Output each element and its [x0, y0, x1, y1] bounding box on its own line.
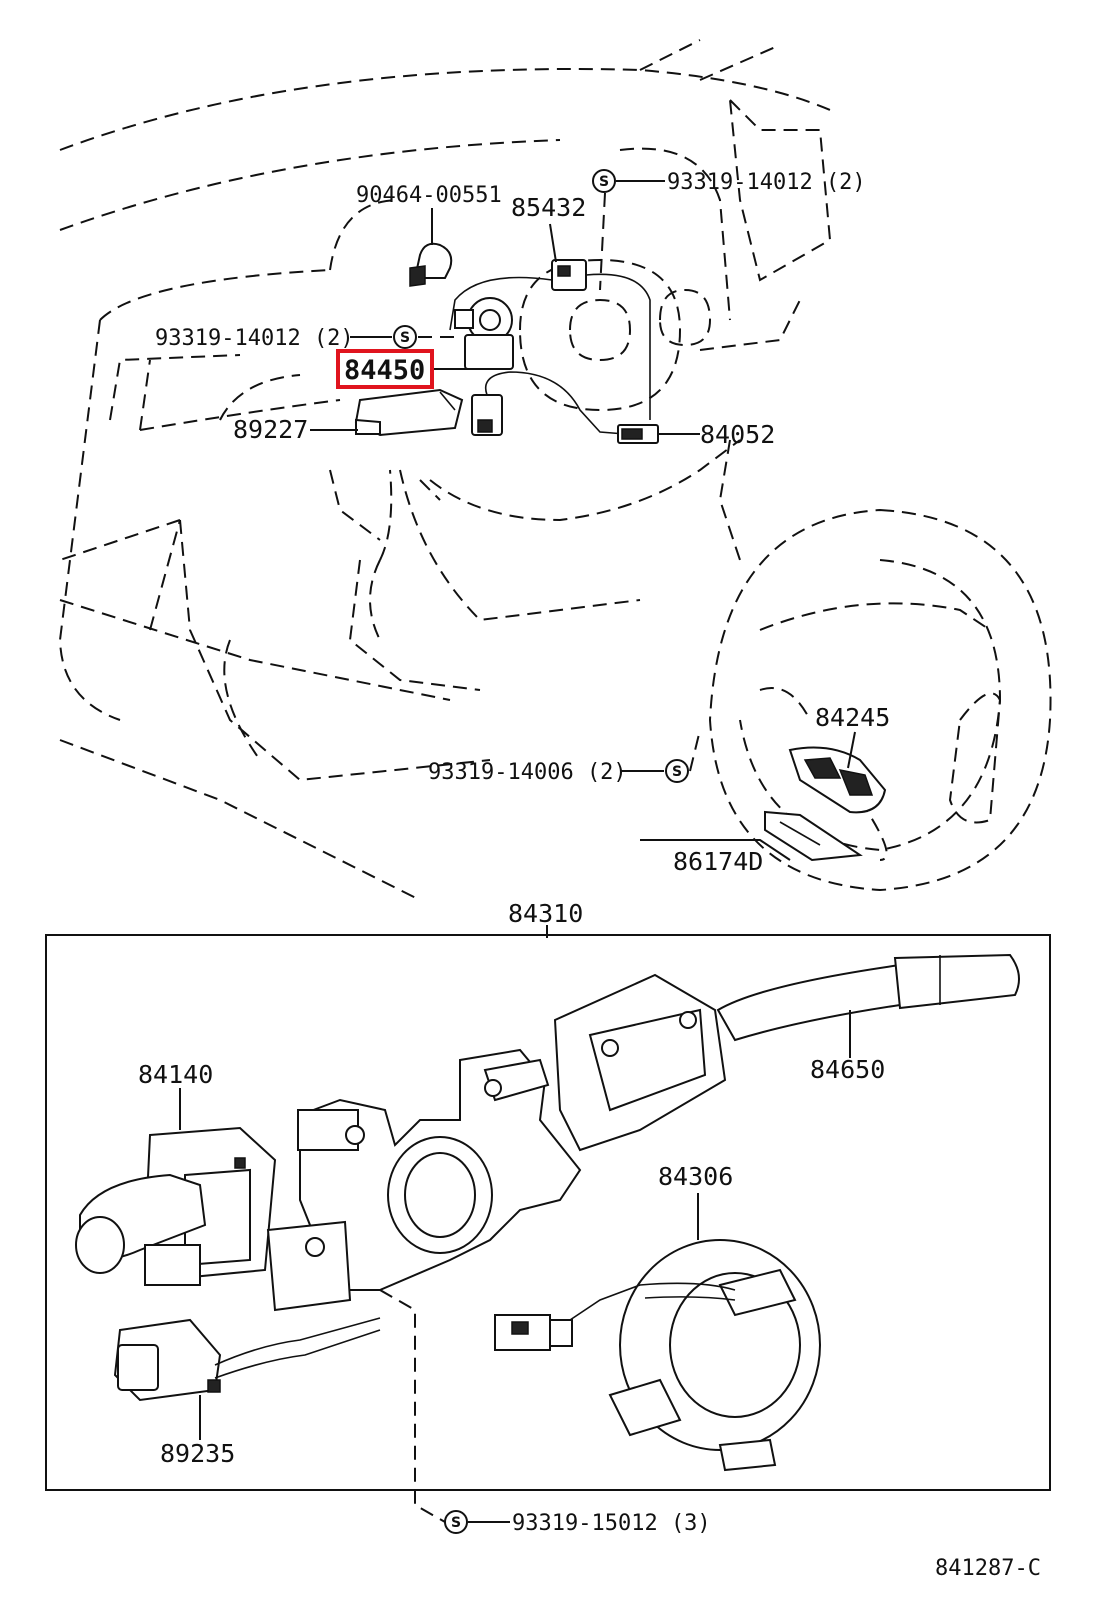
part-label-84052[interactable]: 84052 — [700, 420, 775, 449]
part-label-93319-15012[interactable]: 93319-15012 (3) — [512, 1511, 711, 1536]
part-label-84245[interactable]: 84245 — [815, 703, 890, 732]
part-label-89227[interactable]: 89227 — [233, 415, 308, 444]
steering-wheel — [708, 508, 1052, 892]
screw-circle-icon — [592, 169, 616, 193]
part-label-93319-14006[interactable]: 93319-14006 (2) — [428, 760, 627, 785]
part-label-86174d[interactable]: 86174D — [673, 847, 763, 876]
svg-text:S: S — [451, 1515, 461, 1531]
part-label-84650[interactable]: 84650 — [810, 1055, 885, 1084]
part-label-85432[interactable]: 85432 — [511, 193, 586, 222]
part-label-90464-00551[interactable]: 90464-00551 — [356, 183, 502, 208]
part-label-84140[interactable]: 84140 — [138, 1060, 213, 1089]
bracket-86174d — [764, 810, 863, 862]
sensor-89235 — [113, 1317, 381, 1402]
svg-text:S: S — [672, 764, 682, 780]
screw-circle-icon — [444, 1510, 468, 1534]
clamp-part — [409, 242, 453, 287]
wiper-switch-84650 — [553, 953, 1020, 1152]
pad-switch-84245 — [788, 746, 887, 814]
dashboard-outline — [58, 39, 832, 901]
screw-circle-icon — [393, 325, 417, 349]
screw-symbol-bottom: S — [444, 1510, 468, 1534]
part-label-93319-14012-top[interactable]: 93319-14012 (2) — [667, 170, 866, 195]
part-label-93319-14012-left[interactable]: 93319-14012 (2) — [155, 326, 354, 351]
spiral-cable-84306 — [494, 1239, 821, 1472]
light-switch-84140 — [75, 1126, 277, 1286]
switch-84450 — [471, 371, 626, 436]
screw-symbol-left: S — [393, 325, 417, 349]
part-label-89235[interactable]: 89235 — [160, 1439, 235, 1468]
screw-symbol-top: S — [592, 169, 616, 193]
screw-symbol-wheel: S — [665, 759, 689, 783]
svg-text:S: S — [400, 330, 410, 346]
connector-84052 — [617, 424, 659, 444]
diagram-code: 841287-C — [935, 1556, 1041, 1581]
connector-85432 — [449, 259, 651, 420]
screw-circle-icon — [665, 759, 689, 783]
part-label-84306[interactable]: 84306 — [658, 1162, 733, 1191]
switch-body — [266, 1048, 582, 1312]
sensor-89227 — [354, 388, 464, 437]
leader-lines — [179, 180, 856, 1523]
part-label-84310[interactable]: 84310 — [508, 899, 583, 928]
ignition-switch — [454, 297, 514, 370]
highlight-box — [336, 349, 434, 389]
svg-text:S: S — [599, 174, 609, 190]
part-label-84450[interactable]: 84450 — [344, 355, 425, 386]
